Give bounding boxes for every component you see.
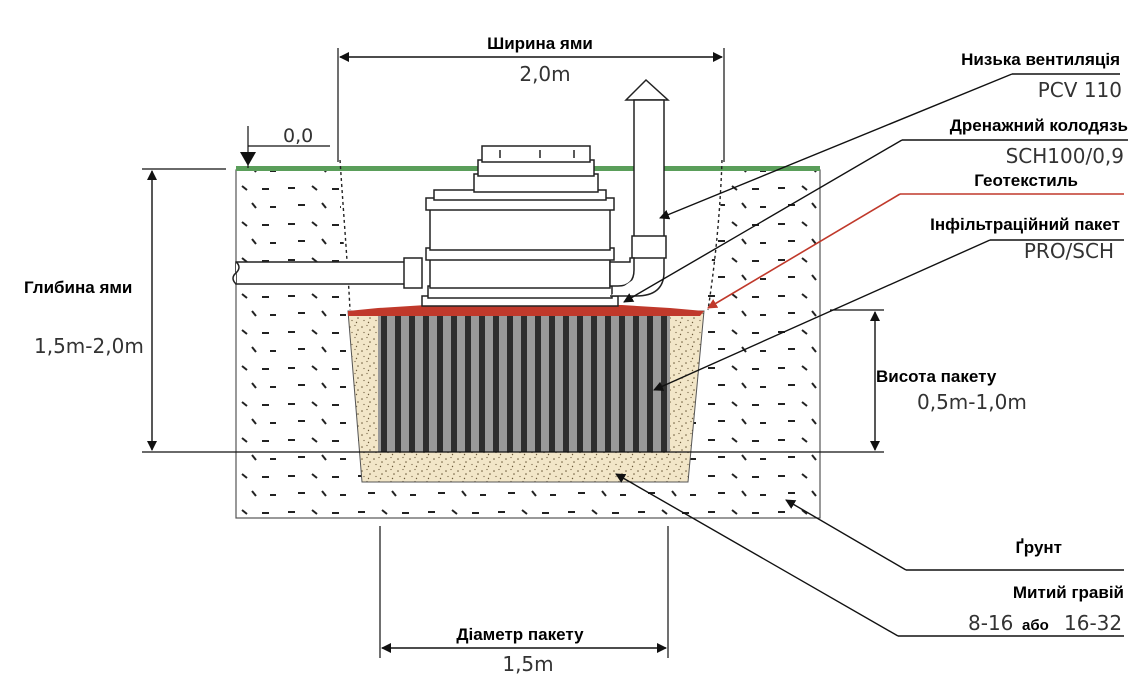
package-height-value: 0,5m-1,0m — [917, 390, 1027, 414]
geotextile-leader-diag — [707, 193, 901, 309]
package-diameter-value: 1,5m — [502, 652, 553, 676]
gravel-fraction-a: 8-16 — [968, 611, 1013, 635]
ventilation-value: PCV 110 — [1038, 78, 1122, 102]
ventilation-title: Низька вентиляція — [961, 50, 1120, 69]
soil-title: Ґрунт — [1016, 538, 1062, 557]
gravel-title: Митий гравій — [1013, 583, 1124, 602]
package-height-title: Висота пакету — [876, 367, 997, 386]
ground-level-marker — [240, 126, 330, 168]
geotextile-layer — [348, 305, 704, 316]
geotextile-title: Геотекстиль — [974, 171, 1078, 190]
infiltration-leader-diag — [653, 239, 991, 391]
package-diameter-title: Діаметр пакету — [456, 625, 584, 644]
pit-wall-right — [707, 159, 723, 311]
infiltration-title: Інфільтраційний пакет — [930, 215, 1120, 234]
infiltration-package — [378, 312, 670, 452]
pit-depth-value: 1,5m-2,0m — [34, 334, 144, 358]
infiltration-value: PRO/SCH — [1024, 239, 1114, 263]
gravel-leader-diag — [615, 473, 899, 637]
pit-width-title: Ширина ями — [487, 34, 593, 53]
pit-wall-left — [339, 159, 351, 311]
well-title: Дренажний колодязь — [950, 116, 1128, 135]
well-leader-diag — [623, 139, 903, 303]
well-value: SCH100/0,9 — [1006, 144, 1124, 168]
ground-level-label: 0,0 — [283, 125, 313, 147]
pit-width-value: 2,0m — [519, 62, 570, 86]
inlet-pipe — [232, 257, 423, 289]
gravel-or: або — [1022, 617, 1049, 634]
gravel-fraction-b: 16-32 — [1064, 611, 1122, 635]
drainage-well — [421, 145, 619, 307]
soil-leader-diag — [785, 499, 907, 571]
pit-depth-title: Глибина ями — [24, 278, 132, 297]
ventilation-leader-diag — [659, 73, 1013, 220]
